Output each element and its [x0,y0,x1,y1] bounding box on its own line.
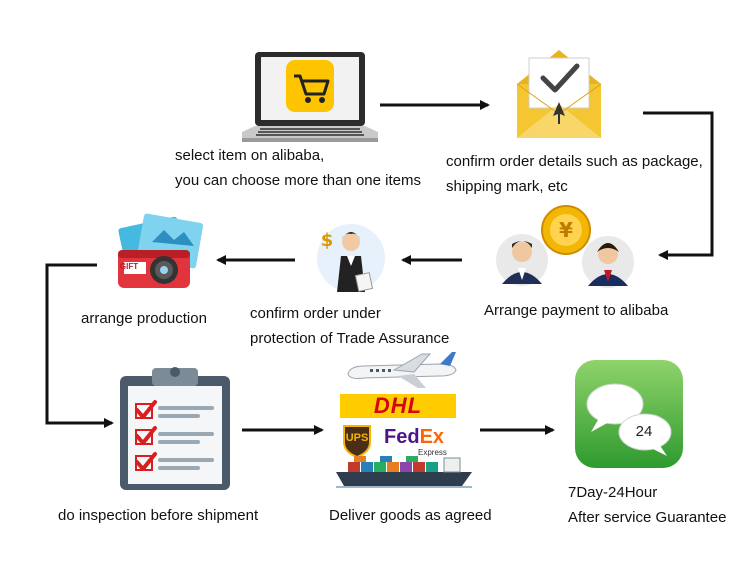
clipboard-checklist-icon [120,367,230,490]
after-service-label-line2: After service Guarantee [568,509,727,526]
after-service-label-line1: 7Day-24Hour [568,484,658,501]
confirm-details-label-line2: shipping mark, etc [446,178,568,195]
arrange-payment-label: Arrange payment to alibaba [484,302,669,319]
fedex-express-text: Express [418,448,447,457]
envelope-check-icon [516,50,602,138]
chat-number: 24 [635,423,653,440]
airplane-icon [347,352,457,388]
fedex-logo: FedEx [384,426,444,448]
confirm-order-label-line1: confirm order under [250,305,381,322]
camera-gift-icon [118,213,204,288]
arrow-confirm-to-payment [643,111,714,260]
confirm-order-label-line2: protection of Trade Assurance [250,330,450,347]
trade-assurance-woman-icon: $ [317,224,385,292]
deliver-label: Deliver goods as agreed [329,507,492,524]
svg-text:$: $ [321,230,334,251]
fedex-ex-text: Ex [419,426,445,448]
confirm-details-label-line1: confirm order details such as package, [446,153,703,170]
fedex-fed-text: Fed [384,426,420,448]
inspection-label: do inspection before shipment [58,507,259,524]
laptop-cart-icon [242,52,378,142]
payment-people-icon: ¥ [496,205,634,288]
dhl-logo-text: DHL [373,393,423,418]
dhl-logo: DHL [340,394,456,418]
arrange-production-label: arrange production [81,310,207,327]
gift-tag: GIFT [119,262,139,271]
arrow-production-to-inspection [45,263,114,428]
chat-bubbles-icon [575,360,683,468]
select-item-label-line1: select item on alibaba, [175,147,325,164]
select-item-label-line2: you can choose more than one items [175,172,421,189]
ups-logo-text: UPS [345,432,369,444]
container-ship-icon [336,456,472,488]
svg-text:¥: ¥ [559,218,573,242]
